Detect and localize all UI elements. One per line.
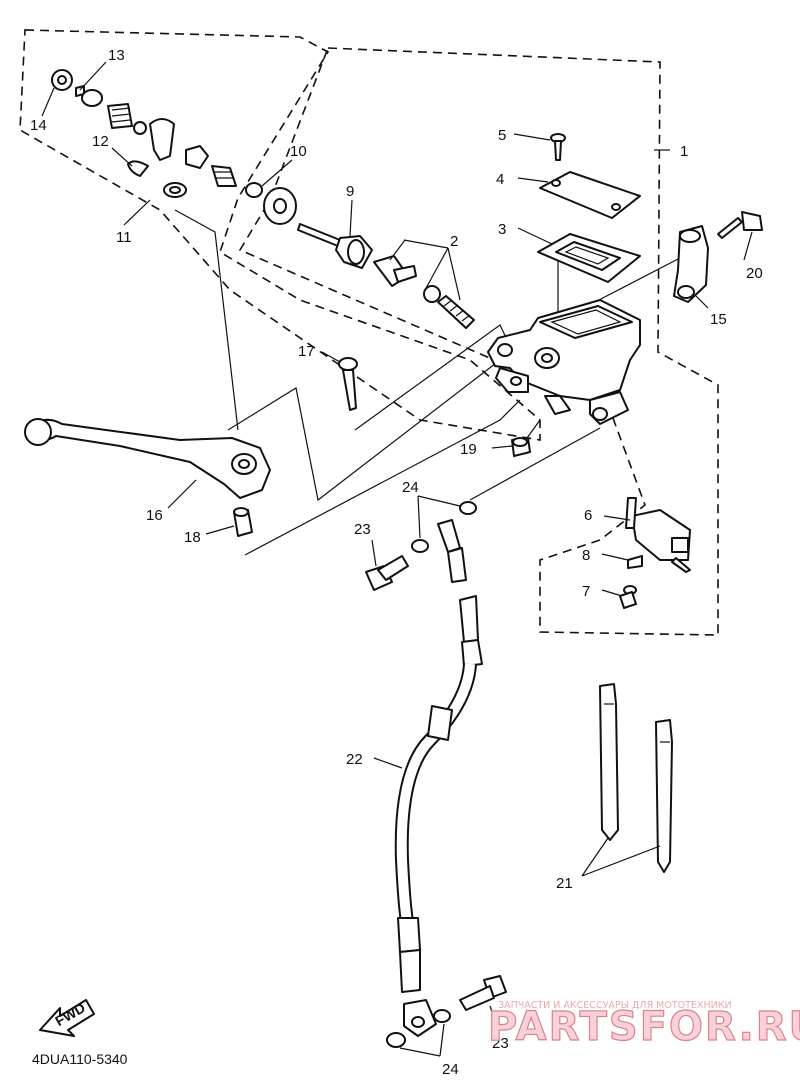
callout-23-upper: 23 xyxy=(354,521,371,538)
callout-24-upper: 24 xyxy=(402,479,419,496)
piston-rod xyxy=(297,223,373,269)
reservoir-screw xyxy=(550,133,566,161)
callout-24-lower: 24 xyxy=(442,1061,459,1078)
assembly-group-outlines xyxy=(19,29,719,636)
callout-1: 1 xyxy=(680,143,688,160)
brake-lever xyxy=(24,418,271,499)
lever-nut xyxy=(511,437,531,457)
watermark: ЗАПЧАСТИ И АКСЕССУАРЫ ДЛЯ МОТОТЕХНИКИ PA… xyxy=(487,1000,800,1051)
callout-16: 16 xyxy=(146,507,163,524)
handlebar-holder xyxy=(673,225,709,303)
callout-5: 5 xyxy=(498,127,506,144)
holder-bolt xyxy=(717,211,763,239)
callout-8: 8 xyxy=(582,547,590,564)
callout-21: 21 xyxy=(556,875,573,892)
callout-22: 22 xyxy=(346,751,363,768)
callout-leaders xyxy=(41,61,753,1057)
callout-4: 4 xyxy=(496,171,504,188)
switch-spring xyxy=(627,555,643,569)
piston-cup-set xyxy=(373,255,475,329)
drawing-code: 4DUA110-5340 xyxy=(32,1051,128,1067)
cable-ties xyxy=(599,683,673,873)
pivot-bolt xyxy=(338,357,358,411)
brake-hose xyxy=(394,519,483,1037)
brake-switch xyxy=(625,497,691,573)
group-outline-lever-kit xyxy=(19,29,541,441)
union-bolt-upper xyxy=(365,555,409,591)
callout-23-lower: 23 xyxy=(492,1035,509,1052)
group-outline-master-cylinder xyxy=(238,47,719,636)
callout-9: 9 xyxy=(346,183,354,200)
watermark-brand: PARTSFOR.RU xyxy=(488,1004,800,1050)
callout-15: 15 xyxy=(710,311,727,328)
callout-12: 12 xyxy=(92,133,109,150)
union-bolt-lower xyxy=(459,975,507,1011)
diaphragm xyxy=(537,233,641,283)
fwd-arrow: FWD xyxy=(39,999,95,1037)
reservoir-cap xyxy=(539,171,641,219)
master-cylinder-body xyxy=(487,299,641,425)
callout-3: 3 xyxy=(498,221,506,238)
switch-screw xyxy=(619,585,637,609)
callout-labels: 1 2 3 4 5 6 7 8 9 10 11 12 13 14 15 16 1… xyxy=(30,47,763,1078)
lever-pivot-parts xyxy=(51,69,297,225)
watermark-tagline: ЗАПЧАСТИ И АКСЕССУАРЫ ДЛЯ МОТОТЕХНИКИ xyxy=(498,1000,732,1011)
callout-11: 11 xyxy=(116,229,132,246)
callout-2: 2 xyxy=(450,233,458,250)
callout-20: 20 xyxy=(746,265,763,282)
callout-18: 18 xyxy=(184,529,201,546)
callout-14: 14 xyxy=(30,117,47,134)
callout-10: 10 xyxy=(290,143,307,160)
lever-collar xyxy=(233,507,253,537)
callout-17: 17 xyxy=(298,343,315,360)
callout-7: 7 xyxy=(582,583,590,600)
callout-6: 6 xyxy=(584,507,592,524)
copper-gaskets xyxy=(386,501,477,1048)
callout-13: 13 xyxy=(108,47,125,64)
callout-19: 19 xyxy=(460,441,477,458)
